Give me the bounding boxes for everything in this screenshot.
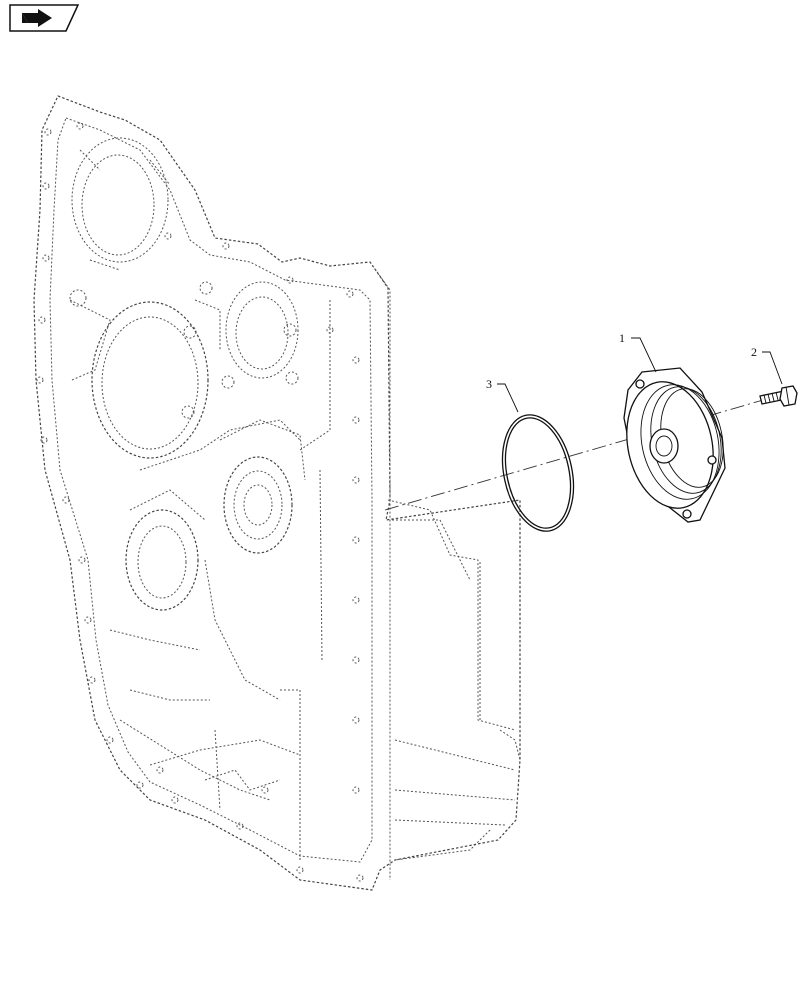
o-ring-part [501, 414, 575, 532]
forward-arrow-icon [9, 4, 80, 32]
callout-3-label: 3 [486, 377, 492, 391]
callout-3-leader [497, 383, 519, 413]
gear-housing-outline [33, 95, 521, 891]
assembly-axis-line [384, 397, 771, 511]
callout-2-leader [762, 351, 783, 385]
bolt-part [759, 385, 798, 407]
callout-2-label: 2 [751, 345, 757, 359]
callout-1-leader [631, 337, 657, 373]
seal-cover-part [623, 367, 726, 523]
callout-1-label: 1 [619, 331, 625, 345]
